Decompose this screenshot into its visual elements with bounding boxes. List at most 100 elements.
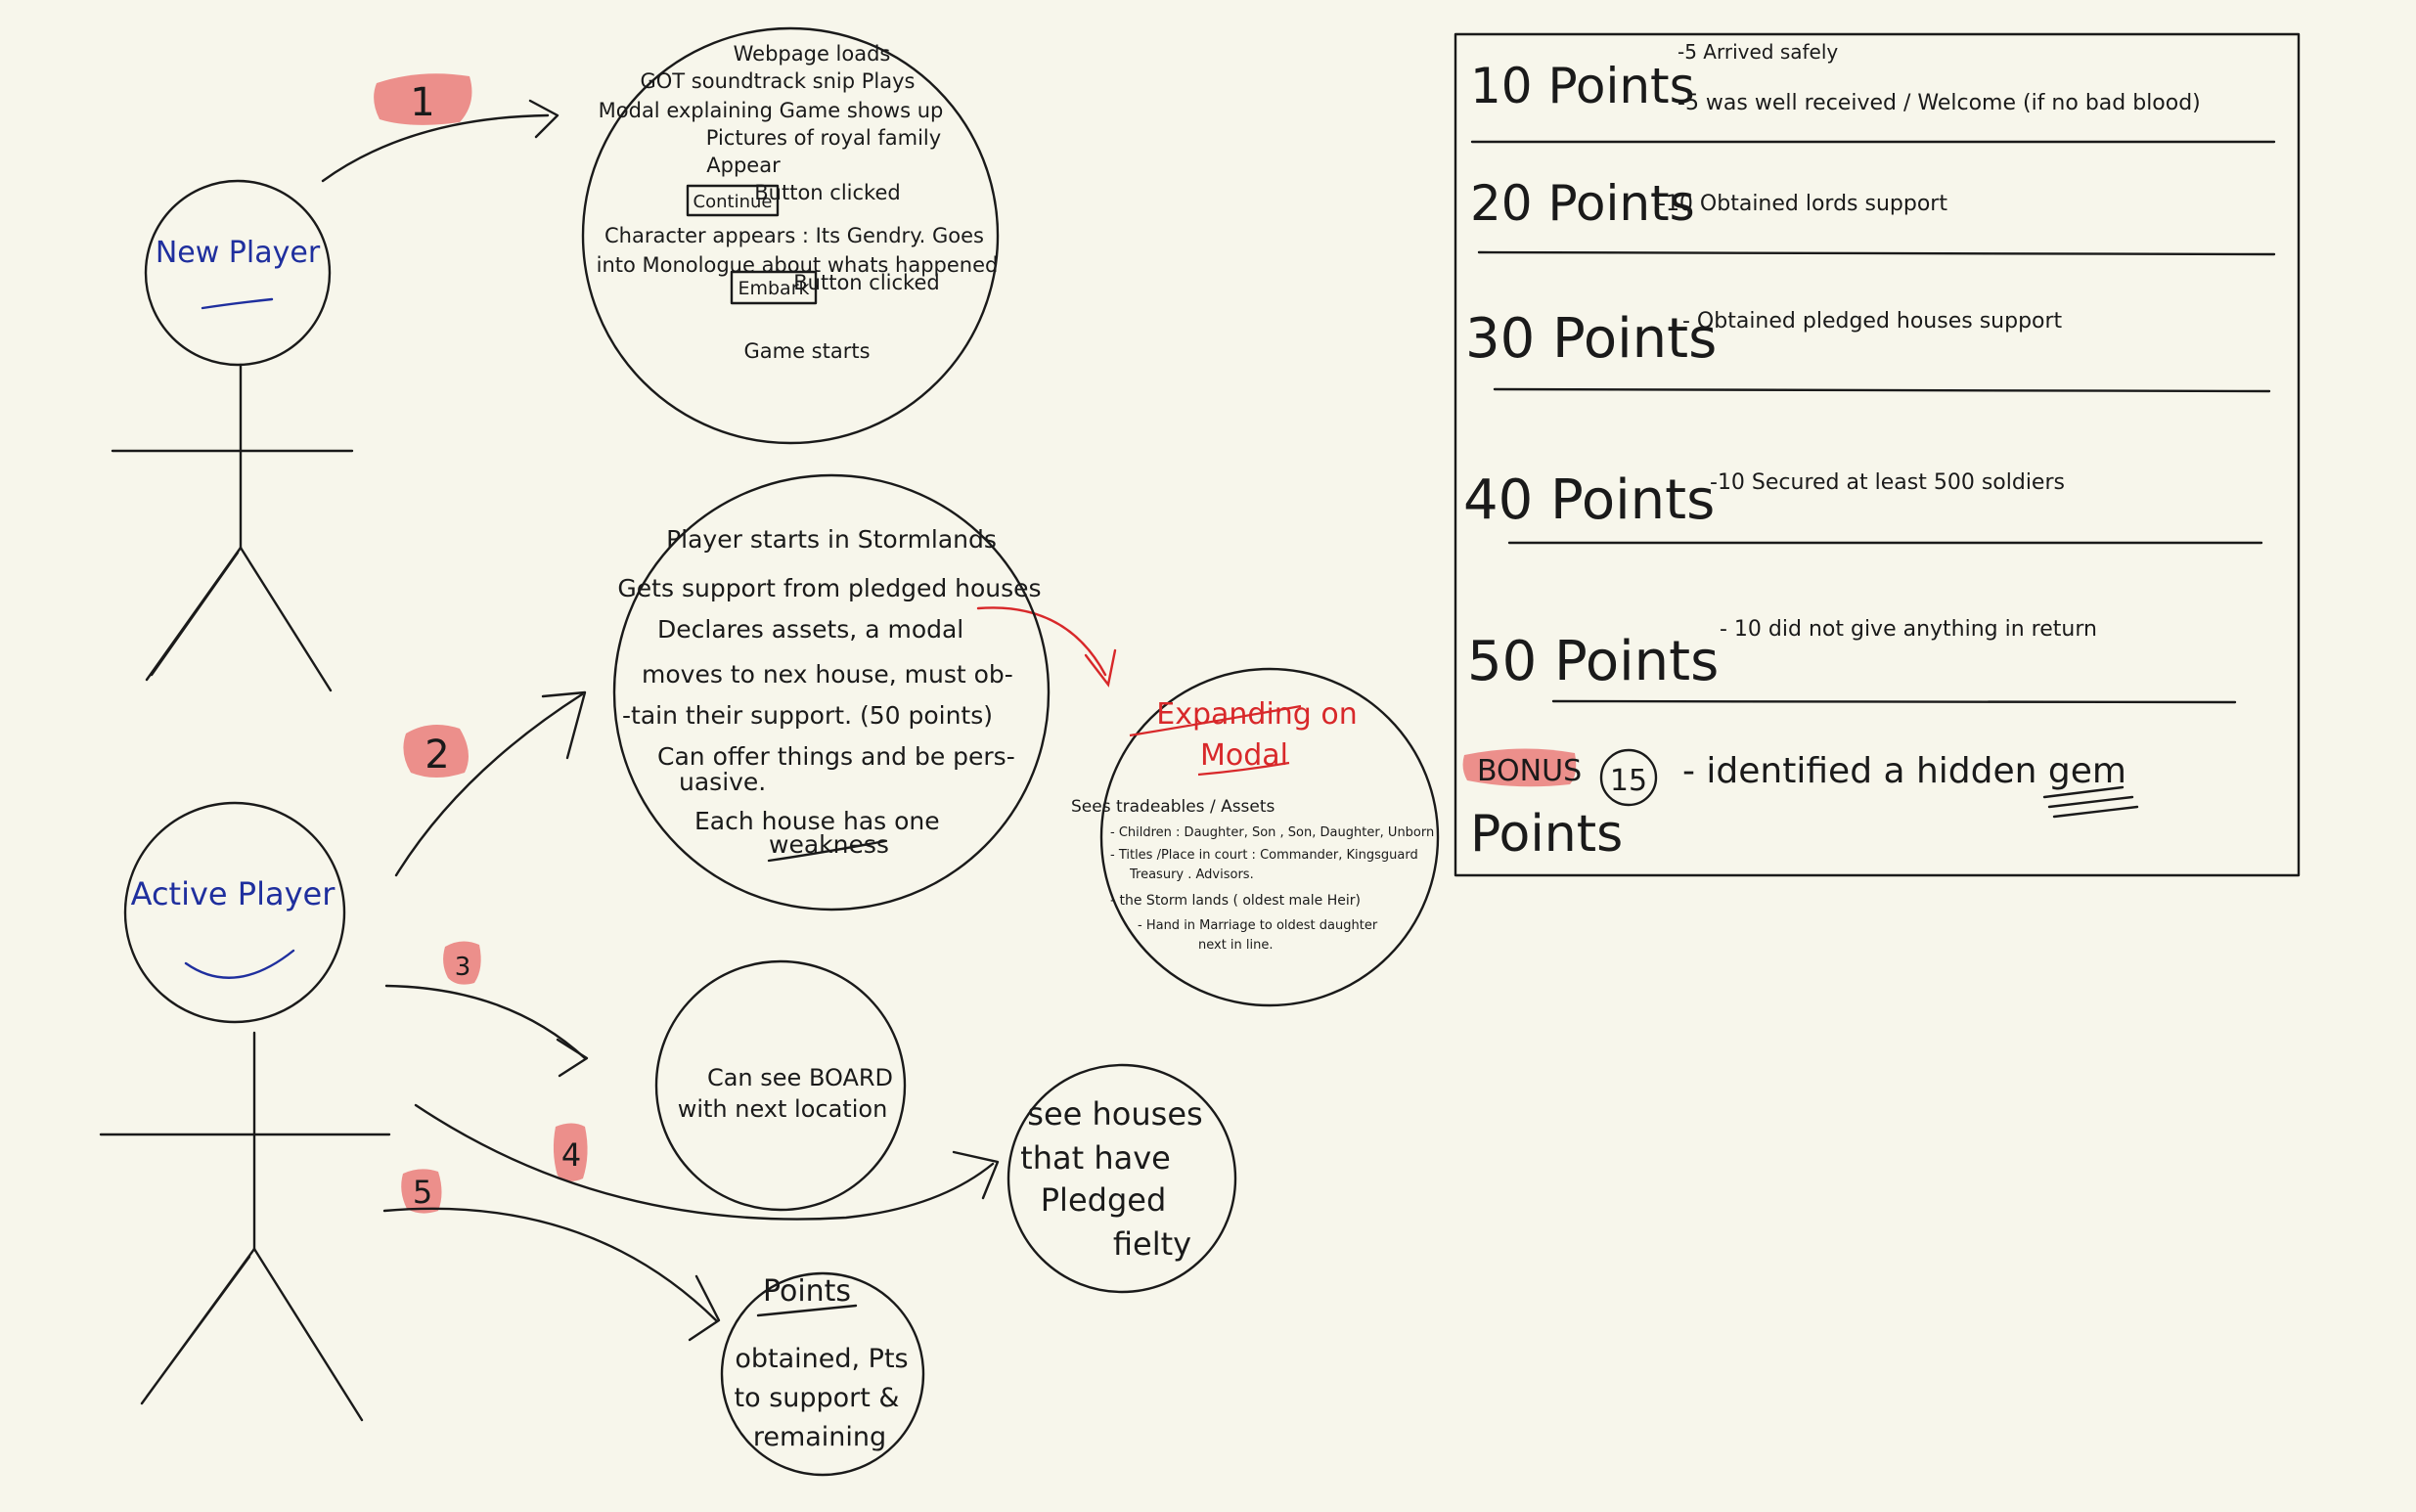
- pledged-line-1: see houses: [1027, 1095, 1202, 1133]
- points-row-50-note-1: - 10 did not give anything in return: [1720, 617, 2097, 642]
- stormlands-line-1: Player starts in Stormlands: [666, 525, 997, 554]
- points-row-20-note-1: -10 Obtained lords support: [1658, 192, 1947, 216]
- arrow-red-to-modal: [976, 606, 1117, 688]
- embark-button-box: [730, 270, 818, 305]
- bonus-value: 15: [1610, 764, 1647, 798]
- bonus-points-word: Points: [1470, 805, 1623, 864]
- step-1-number: 1: [410, 80, 434, 125]
- arrow-4: [414, 1103, 1000, 1221]
- embark-button-label: Embark: [738, 278, 809, 299]
- stormlands-circle: Player starts in Stormlands Gets support…: [612, 473, 1051, 912]
- active-player-right-leg: [252, 1247, 364, 1422]
- points-row-10-note-1: -5 Arrived safely: [1678, 40, 1838, 64]
- points-row-50: 50 Points - 10 did not give anything in …: [1467, 617, 2237, 704]
- active-player-head: [123, 801, 346, 1024]
- points-row-10-note-2: -5 was well received / Welcome (if no ba…: [1678, 91, 2201, 115]
- pledged-circle: see houses that have Pledged fielty: [1007, 1063, 1237, 1294]
- step-2-marker: 2: [403, 725, 469, 778]
- step-5-number: 5: [413, 1174, 432, 1211]
- bonus-word: BONUS: [1477, 754, 1582, 788]
- step-3-number: 3: [455, 953, 471, 982]
- gem-underline: [2042, 785, 2139, 819]
- modal-title-underline-1: [1129, 704, 1302, 737]
- modal-line-2: - Children : Daughter, Son , Son, Daught…: [1110, 825, 1434, 840]
- points-row-bonus: BONUS Points 15 - identified a hidden ge…: [1462, 748, 2139, 864]
- onboarding-line-4: Pictures of royal family: [706, 126, 941, 150]
- onboarding-line-1: Webpage loads: [734, 42, 891, 66]
- new-player-head: [144, 179, 332, 367]
- stormlands-line-7: uasive.: [679, 768, 766, 796]
- modal-line-1: Sees tradeables / Assets: [1071, 797, 1275, 817]
- step-2-number: 2: [425, 733, 449, 778]
- points-circle-line-3: remaining: [753, 1422, 886, 1452]
- pledged-line-3: Pledged: [1041, 1181, 1167, 1219]
- weakness-underline: [767, 839, 887, 863]
- board-circle: Can see BOARD with next location: [654, 959, 907, 1212]
- points-row-20-label: 20 Points: [1470, 175, 1695, 232]
- points-row-10-label: 10 Points: [1470, 58, 1695, 114]
- modal-title-line-2: Modal: [1200, 738, 1288, 773]
- new-player-label: New Player: [156, 236, 321, 270]
- bonus-note: - identified a hidden gem: [1682, 751, 2126, 791]
- new-player-left-leg: [145, 546, 243, 682]
- step-4-marker: 4: [553, 1123, 588, 1181]
- points-row-50-label: 50 Points: [1467, 630, 1719, 693]
- active-player-left-leg: [140, 1247, 256, 1405]
- points-table: 10 Points -5 Arrived safely -5 was well …: [1454, 32, 2301, 877]
- onboarding-line-5: Appear: [706, 154, 781, 177]
- step-4-number: 4: [561, 1136, 581, 1174]
- points-circle-line-1: obtained, Pts: [735, 1344, 908, 1374]
- new-player-mouth: [201, 297, 274, 310]
- active-player-label: Active Player: [131, 875, 336, 912]
- points-title-underline: [756, 1304, 858, 1317]
- modal-line-6: - Hand in Marriage to oldest daughter: [1138, 918, 1378, 933]
- modal-line-4: Treasury . Advisors.: [1129, 867, 1254, 882]
- pledged-line-4: fielty: [1113, 1225, 1191, 1263]
- stormlands-line-5: -tain their support. (50 points): [622, 701, 993, 730]
- new-player-right-leg: [239, 546, 333, 692]
- onboarding-circle: Webpage loads GOT soundtrack snip Plays …: [581, 26, 1000, 445]
- points-row-30: 30 Points - Obtained pledged houses supp…: [1465, 307, 2271, 393]
- step-3-marker: 3: [443, 941, 481, 985]
- stormlands-line-2: Gets support from pledged houses: [617, 574, 1041, 602]
- board-line-1: Can see BOARD: [707, 1064, 893, 1091]
- onboarding-line-7: Character appears : Its Gendry. Goes: [604, 224, 984, 247]
- stormlands-line-3: Declares assets, a modal: [657, 615, 963, 644]
- onboarding-line-10: Game starts: [743, 339, 870, 363]
- pledged-line-2: that have: [1020, 1139, 1171, 1177]
- continue-button-label: Continue: [693, 192, 773, 212]
- step-1-marker: 1: [374, 73, 472, 125]
- stormlands-line-8: Each house has one: [694, 807, 940, 835]
- stormlands-line-4: moves to nex house, must ob-: [642, 660, 1013, 689]
- onboarding-line-2: GOT soundtrack snip Plays: [641, 69, 916, 93]
- points-row-40-label: 40 Points: [1463, 468, 1715, 532]
- modal-circle: Expanding on Modal Sees tradeables / Ass…: [1071, 667, 1440, 1007]
- arrow-1: [321, 99, 559, 183]
- board-line-2: with next location: [678, 1095, 888, 1123]
- active-player-figure: Active Player: [99, 801, 391, 1422]
- modal-line-3: - Titles /Place in court : Commander, Ki…: [1110, 848, 1418, 863]
- arrow-2: [394, 690, 587, 877]
- step-5-marker: 5: [401, 1169, 442, 1214]
- continue-button-box: [686, 184, 780, 217]
- points-table-frame: [1454, 32, 2301, 877]
- active-player-smile: [184, 949, 295, 979]
- modal-title-underline-2: [1197, 761, 1290, 777]
- onboarding-line-3: Modal explaining Game shows up: [599, 99, 944, 122]
- onboarding-line-6: Button clicked: [754, 181, 900, 204]
- points-row-20: 20 Points -10 Obtained lords support: [1470, 175, 2276, 256]
- bonus-value-circle: [1599, 748, 1658, 807]
- modal-line-5: - the Storm lands ( oldest male Heir): [1110, 893, 1361, 909]
- points-row-40: 40 Points -10 Secured at least 500 soldi…: [1463, 468, 2263, 545]
- stormlands-line-6: Can offer things and be pers-: [657, 742, 1015, 771]
- points-row-30-label: 30 Points: [1465, 307, 1717, 371]
- new-player-figure: New Player: [111, 179, 354, 692]
- points-row-10: 10 Points -5 Arrived safely -5 was well …: [1470, 40, 2276, 144]
- bonus-highlight: [1462, 748, 1577, 787]
- modal-line-7: next in line.: [1198, 938, 1274, 953]
- onboarding-line-9: Button clicked: [793, 271, 939, 294]
- arrow-5: [382, 1207, 721, 1342]
- points-circle-line-2: to support &: [735, 1383, 900, 1413]
- points-circle: Points obtained, Pts to support & remain…: [720, 1271, 925, 1477]
